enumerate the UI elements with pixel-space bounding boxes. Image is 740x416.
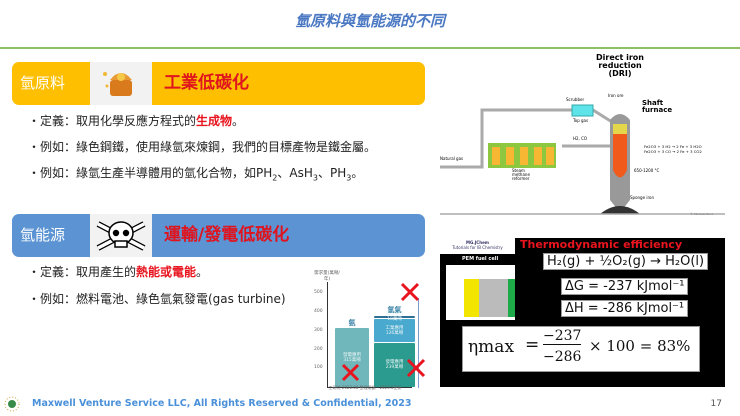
divider: [0, 47, 740, 49]
red-x-icon: [341, 282, 426, 382]
section-heading: 工業低碳化: [164, 73, 249, 93]
demand-chart: 需求量(萬噸/年) 100 200 300 400 500 發電應用 315萬噸氨發電應…: [300, 268, 435, 393]
section-banner-hydrogen-energy: 氫能源 運輸/發電低碳化: [12, 214, 425, 257]
treasure-chest-icon: [90, 62, 152, 105]
bullet-example: ・例如：綠色鋼鐵，使用綠氫來煉鋼，我們的目標產物是鐵金屬。: [28, 140, 377, 154]
bar-segment-label: 工業應用 126萬噸: [385, 325, 404, 336]
bullet-definition: ・定義：取用產生的熱能或電能。: [28, 265, 209, 279]
thermo-title: Thermodynamic efficiency: [520, 238, 683, 251]
dri-title: Direct iron: [596, 53, 644, 62]
section-banner-hydrogen-feedstock: 氫原料 工業低碳化: [12, 62, 425, 105]
bullet-example: ・例如：燃料電池、綠色氫氣發電(gas turbine): [28, 292, 286, 306]
reaction-equation: H₂(g) + ½O₂(g) → H₂O(l): [543, 253, 709, 270]
bullet-definition: ・定義：取用化學反應方程式的生成物。: [28, 114, 245, 128]
bracket-line: [418, 298, 419, 388]
bullet-example: ・例如：綠氫生產半導體用的氫化合物，如PH2、AsH3、PH3。: [28, 166, 364, 183]
company-logo-icon: [4, 396, 20, 416]
bar-category-label: 氫氣: [387, 306, 402, 315]
efficiency-formula: ηmax = −237 −286 × 100 = 83%: [462, 326, 700, 372]
footer-copyright: Maxwell Venture Service LLC, All Rights …: [32, 398, 412, 409]
bar-segment: 工業應用 126萬噸: [374, 319, 415, 342]
bar-segment-label: 氫原應用 18萬噸: [385, 312, 404, 323]
bar-segment-label: 發電應用 315萬噸: [343, 352, 361, 363]
section-heading: 運輸/發電低碳化: [164, 225, 290, 245]
delta-g: ΔG = -237 kJmol⁻¹: [561, 278, 689, 295]
y-axis-label: 需求量(萬噸/年): [314, 271, 340, 282]
y-tick-label: 500: [314, 290, 323, 296]
bar-segment: 發電應用 315萬噸: [335, 328, 369, 387]
skull-crossbones-icon: [90, 214, 152, 257]
section-tag: 氫原料: [20, 74, 66, 92]
x-axis: [327, 387, 412, 388]
section-tag: 氫能源: [20, 226, 66, 244]
fuel-cell-diagram: [446, 265, 515, 320]
bar-segment: 氫原應用 18萬噸: [374, 312, 415, 322]
y-tick-label: 400: [314, 309, 323, 314]
red-x-marks: [341, 282, 426, 382]
bar-segment-label: 發電應用 239萬噸: [385, 360, 404, 371]
chart-source: 工研院 2022.08 整理用語 · 2023.5更新: [328, 385, 402, 390]
y-tick-label: 100: [314, 365, 323, 371]
y-axis: [327, 282, 328, 387]
delta-h: ΔH = -286 kJmol⁻¹: [561, 300, 689, 317]
bar-segment: 發電應用 239萬噸: [374, 342, 415, 387]
page-number: 17: [710, 399, 722, 409]
dri-diagram: Direct iron reduction (DRI) Iron ore Sha…: [440, 53, 725, 216]
y-tick-label: 200: [314, 346, 323, 352]
y-tick-label: 300: [314, 327, 323, 333]
page-title: 氫原料與氫能源的不同: [294, 12, 445, 30]
bar-category-label: 氨: [348, 318, 356, 327]
